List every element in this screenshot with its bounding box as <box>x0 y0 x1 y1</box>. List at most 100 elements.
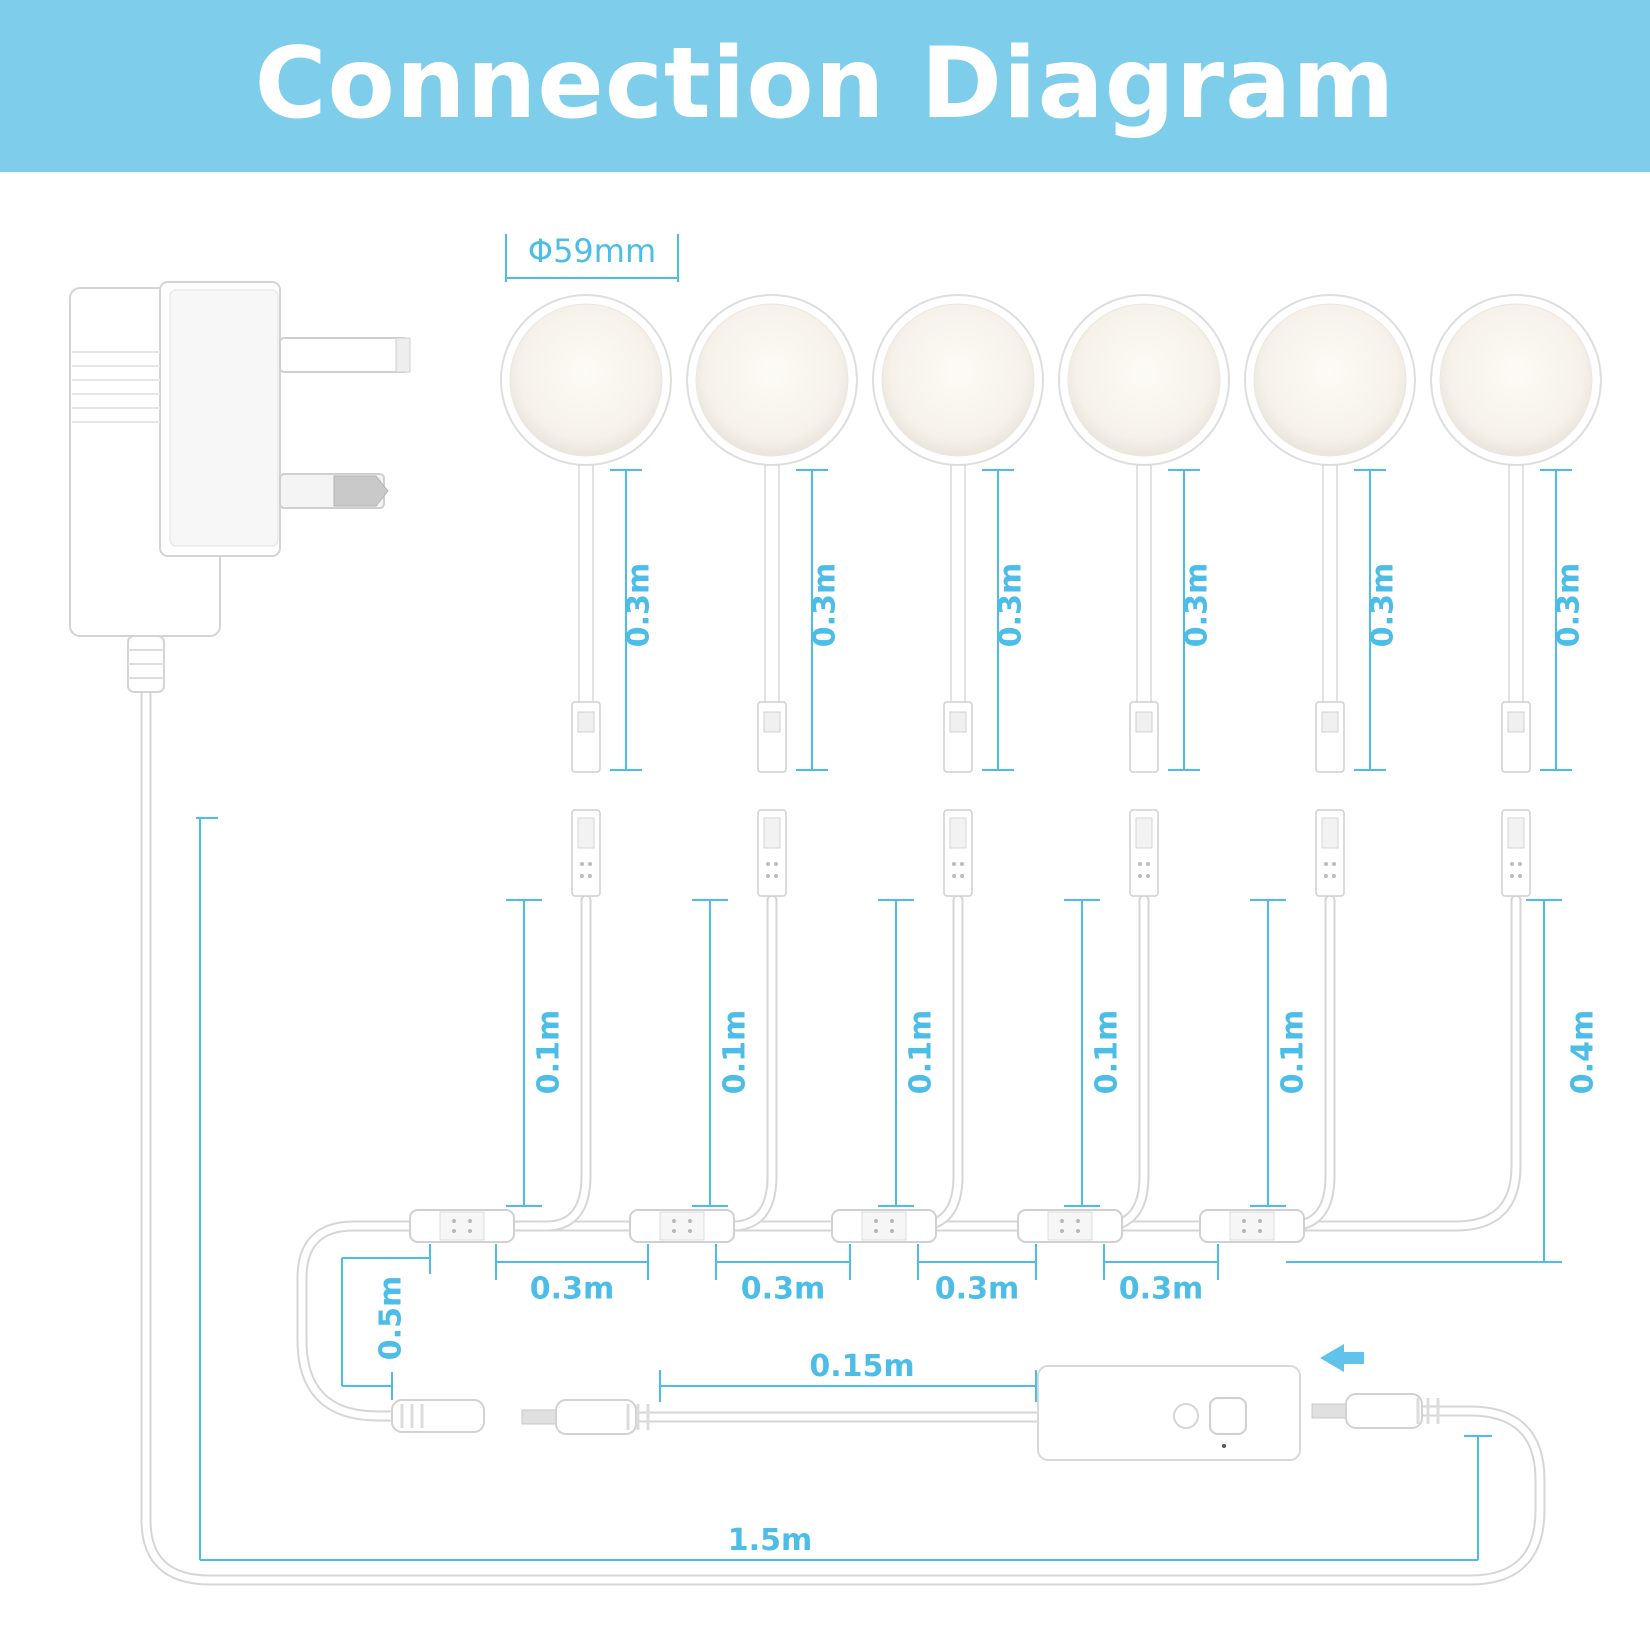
connector-pin-area <box>763 711 781 733</box>
pin-dot <box>1510 874 1514 878</box>
splitter-pin <box>452 1229 456 1233</box>
touch-switch-icon <box>1037 1365 1301 1461</box>
power-cable-core <box>142 688 1544 1584</box>
puck-light-icon <box>1244 294 1416 897</box>
pin-dot <box>580 862 584 866</box>
splitter-pin <box>1060 1219 1064 1223</box>
puck-lead-label: 0.3m <box>622 563 657 647</box>
arrow-left-icon <box>1320 1344 1364 1372</box>
puck-light-icon <box>872 294 1044 897</box>
puck-light-icon <box>1430 294 1602 897</box>
dc-female-connector-icon <box>391 1399 485 1433</box>
splitter-pin <box>672 1219 676 1223</box>
pin-dot <box>1518 874 1522 878</box>
puck-light-icon <box>1058 294 1230 897</box>
uk-plug-adapter-icon <box>69 281 411 693</box>
diameter-label: Φ59mm <box>528 232 656 270</box>
pin-dot <box>1324 874 1328 878</box>
splitter-core <box>861 1211 907 1241</box>
dc-male-plug-right-icon <box>1311 1393 1440 1429</box>
pin-dot <box>1324 862 1328 866</box>
puck-lights <box>500 294 1602 897</box>
splitter-connector <box>409 1209 515 1243</box>
puck-light-icon <box>500 294 672 897</box>
puck-lead <box>764 464 780 706</box>
branch-cable-core <box>488 896 590 1230</box>
puck-lead <box>1322 464 1338 706</box>
diameter-annotation: Φ59mm <box>505 232 679 282</box>
splitter-connector <box>1199 1209 1305 1243</box>
puck-face <box>695 303 849 457</box>
splitter-gap-label: 0.3m <box>935 1272 1019 1307</box>
splitter-connectors <box>409 1209 1305 1243</box>
pin-dot <box>1138 862 1142 866</box>
puck-lead <box>578 464 594 706</box>
splitter-gap-label: 0.3m <box>1119 1272 1203 1307</box>
connector-slot <box>763 817 781 849</box>
splitter-pin <box>1076 1219 1080 1223</box>
puck-lead-label: 0.3m <box>808 563 843 647</box>
splitter-pin <box>688 1229 692 1233</box>
splitter-connector <box>629 1209 735 1243</box>
power-cable-label: 1.5m <box>728 1523 812 1558</box>
connector-slot <box>949 817 967 849</box>
puck-face <box>1439 303 1593 457</box>
connector-slot <box>577 817 595 849</box>
connector-pin-area <box>949 711 967 733</box>
splitter-pin <box>468 1219 472 1223</box>
pin-dot <box>952 862 956 866</box>
pin-dot <box>960 874 964 878</box>
splitter-pin <box>1060 1229 1064 1233</box>
pin-dot <box>774 862 778 866</box>
branch-lead-label: 0.4m <box>1566 1010 1601 1094</box>
splitter-pin <box>890 1219 894 1223</box>
splitter-connector <box>831 1209 937 1243</box>
pin-dot <box>1518 862 1522 866</box>
splitter-gap-label: 0.3m <box>530 1272 614 1307</box>
puck-face <box>1067 303 1221 457</box>
connector-pin-area <box>577 711 595 733</box>
splitter-pin <box>890 1229 894 1233</box>
puck-lead <box>950 464 966 706</box>
splitter-pin <box>1258 1219 1262 1223</box>
splitter-pin <box>1076 1229 1080 1233</box>
pin-dot <box>766 862 770 866</box>
connector-pin-area <box>1321 711 1339 733</box>
puck-light-icon <box>686 294 858 897</box>
splitter-core <box>439 1211 485 1241</box>
splitter-pin <box>874 1229 878 1233</box>
splitter-pin <box>1258 1229 1262 1233</box>
pin-dot <box>580 874 584 878</box>
pin-dot <box>952 874 956 878</box>
puck-lead <box>1136 464 1152 706</box>
pin-dot <box>588 874 592 878</box>
lead-to-plug-label: 0.5m <box>374 1276 409 1360</box>
pin-dot <box>774 874 778 878</box>
splitter-pin <box>874 1219 878 1223</box>
puck-face <box>509 303 663 457</box>
splitter-pin <box>468 1229 472 1233</box>
splitter-gap-label: 0.3m <box>741 1272 825 1307</box>
connector-slot <box>1135 817 1153 849</box>
puck-lead-label: 0.3m <box>1552 563 1587 647</box>
dimension-lines: 0.3m 0.3m 0.3m 0.3m 0.3m 0.3m 0.1m 0.1m 0.1m 0.1m… <box>196 469 1601 1561</box>
splitter-connector <box>1017 1209 1123 1243</box>
branch-lead-label: 0.1m <box>904 1010 939 1094</box>
dc-male-plug-left-icon <box>521 1399 650 1435</box>
puck-lead-label: 0.3m <box>994 563 1029 647</box>
pin-dot <box>588 862 592 866</box>
pin-dot <box>1146 862 1150 866</box>
splitter-pin <box>672 1229 676 1233</box>
branch-lead-label: 0.1m <box>532 1010 567 1094</box>
puck-lead <box>1508 464 1524 706</box>
pin-dot <box>1510 862 1514 866</box>
puck-face <box>881 303 1035 457</box>
branch-lead-label: 0.1m <box>1276 1010 1311 1094</box>
pin-dot <box>1332 874 1336 878</box>
splitter-pin <box>1242 1219 1246 1223</box>
connector-slot <box>1321 817 1339 849</box>
pin-dot <box>1138 874 1142 878</box>
branch-lead-label: 0.1m <box>718 1010 753 1094</box>
switch-lead-label: 0.15m <box>809 1349 914 1384</box>
